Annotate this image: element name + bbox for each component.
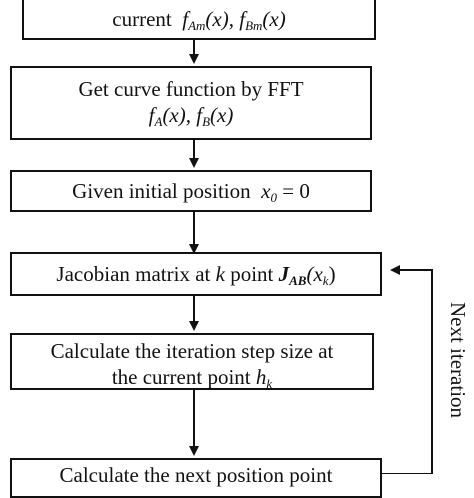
step-2-f-a: f — [148, 103, 155, 127]
step-2-end: (x) — [210, 103, 234, 127]
step-3-label: Given initial position — [72, 179, 251, 203]
step-5-h: h — [255, 365, 267, 389]
step-4-k: k — [215, 262, 225, 286]
step-1-label: current — [112, 7, 172, 31]
step-box-measured-current: current fAm(x), fBm(x) — [22, 0, 376, 40]
step-box-fft: Get curve function by FFT fA(x), fB(x) — [10, 66, 372, 140]
connector-arrows — [189, 40, 433, 474]
step-2-sub-a: A — [154, 114, 163, 129]
step-6-line-1: Calculate the next position point — [59, 463, 333, 487]
step-box-step-size: Calculate the iteration step size at the… — [10, 333, 374, 391]
step-2-mid: (x), f — [162, 103, 203, 127]
loop-back-arrow — [382, 265, 433, 474]
step-3-eq: = 0 — [282, 179, 310, 203]
step-box-jacobian: Jacobian matrix at k point JAB(xk) — [10, 252, 382, 296]
step-3-text: Given initial position x0 = 0 — [12, 178, 370, 211]
step-1-sub-am: Am — [188, 18, 206, 33]
step-1-end: (x) — [262, 7, 286, 31]
step-1-f-a: f — [182, 7, 189, 31]
step-5-sub-k: k — [266, 376, 273, 391]
step-5-line-2: the current point hk — [12, 364, 372, 397]
step-2-sub-b: B — [202, 114, 211, 129]
step-1-text: current fAm(x), fBm(x) — [24, 6, 374, 39]
step-4-label: Jacobian matrix at — [56, 262, 211, 286]
step-4-sub-k: k — [322, 273, 329, 288]
step-4-j: J — [278, 262, 290, 286]
step-1-mid: (x), f — [205, 7, 246, 31]
step-1-sub-bm: Bm — [245, 18, 263, 33]
step-4-x: (x — [306, 262, 323, 286]
step-4-sub-ab: AB — [289, 273, 307, 288]
step-2-line-1: Get curve function by FFT — [78, 77, 304, 101]
step-3-sub-0: 0 — [270, 190, 277, 205]
next-iteration-label: Next iteration — [446, 302, 470, 419]
step-3-x: x — [261, 179, 271, 203]
step-5-line-1: Calculate the iteration step size at — [50, 339, 334, 363]
step-2-line-2: fA(x), fB(x) — [12, 102, 370, 135]
step-4-text: Jacobian matrix at k point JAB(xk) — [12, 261, 380, 294]
step-4-point: point — [230, 262, 274, 286]
step-box-initial-position: Given initial position x0 = 0 — [10, 170, 372, 212]
flowchart: current fAm(x), fBm(x) Get curve functio… — [10, 0, 470, 498]
step-4-close: ) — [328, 262, 336, 286]
step-5-label: the current point — [111, 365, 251, 389]
step-box-next-position: Calculate the next position point — [10, 458, 382, 498]
